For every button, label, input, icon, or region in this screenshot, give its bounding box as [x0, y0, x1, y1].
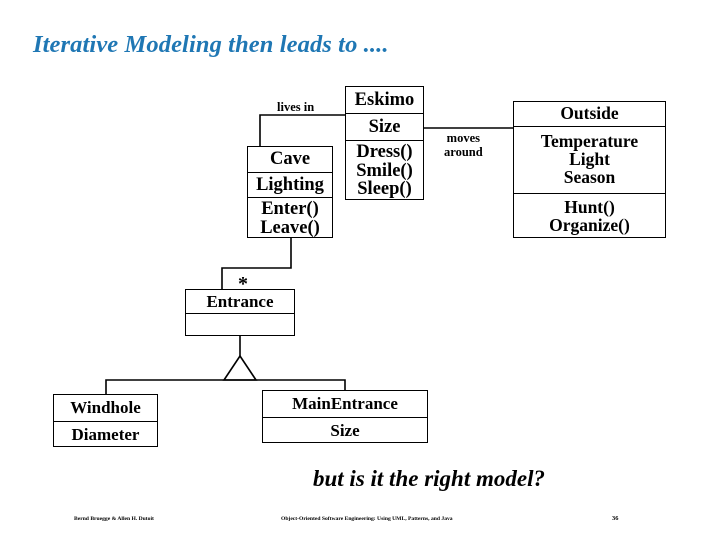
class-attributes-compartment: Size [346, 113, 423, 140]
class-attributes-compartment [186, 313, 294, 337]
association-line-cave-entrance [221, 238, 292, 289]
class-operations-compartment: Enter() Leave() [248, 197, 332, 239]
attribute-item: Temperature [540, 131, 639, 152]
class-name-compartment: Eskimo [346, 87, 423, 113]
uml-class-windhole[interactable]: Windhole Diameter [53, 394, 158, 447]
class-attributes-compartment: Size [263, 417, 427, 444]
uml-class-entrance[interactable]: Entrance [185, 289, 295, 336]
class-name-windhole: Windhole [70, 398, 141, 418]
operation-item: Smile() [356, 160, 413, 181]
footer-page-number: 36 [612, 515, 619, 522]
operation-item: Hunt() [564, 196, 615, 217]
class-operations-compartment: Hunt() Organize() [514, 193, 665, 239]
generalization-triangle-icon [222, 354, 258, 381]
operation-item: Sleep() [357, 179, 412, 200]
association-label-moves-around: moves around [444, 131, 483, 159]
uml-class-cave[interactable]: Cave Lighting Enter() Leave() [247, 146, 333, 238]
footer-book-title: Object-Oriented Software Engineering: Us… [281, 516, 453, 522]
class-name-compartment: Outside [514, 102, 665, 126]
class-name-compartment: Cave [248, 147, 332, 172]
class-name-compartment: Entrance [186, 290, 294, 313]
operation-item: Dress() [356, 141, 413, 162]
class-name-compartment: Windhole [54, 395, 157, 421]
class-attributes-compartment: Lighting [248, 172, 332, 197]
slide-caption: but is it the right model? [313, 466, 545, 491]
association-label-line-1: moves [446, 131, 480, 145]
attribute-item: Size [368, 116, 401, 137]
attribute-item: Light [569, 149, 610, 170]
operation-item: Leave() [260, 217, 320, 238]
attribute-item: Season [563, 166, 616, 187]
association-label-line-2: around [444, 145, 483, 159]
multiplicity-marker-entrance: * [238, 273, 248, 295]
uml-class-mainentrance[interactable]: MainEntrance Size [262, 390, 428, 443]
page-title: Iterative Modeling then leads to .... [33, 31, 389, 58]
class-attributes-compartment: Temperature Light Season [514, 126, 665, 193]
uml-class-eskimo[interactable]: Eskimo Size Dress() Smile() Sleep() [345, 86, 424, 200]
attribute-item: Size [330, 421, 360, 441]
uml-class-outside[interactable]: Outside Temperature Light Season Hunt() … [513, 101, 666, 238]
class-operations-compartment: Dress() Smile() Sleep() [346, 140, 423, 201]
generalization-branch-mainentrance [240, 379, 346, 390]
attribute-item: Lighting [256, 174, 324, 195]
attribute-item: Diameter [71, 425, 140, 445]
operation-item: Organize() [549, 214, 630, 235]
operation-item: Enter() [261, 198, 319, 219]
class-name-eskimo: Eskimo [354, 89, 415, 110]
class-attributes-compartment: Diameter [54, 421, 157, 448]
association-line-cave-eskimo [259, 114, 345, 146]
footer-authors: Bernd Bruegge & Allen H. Dutoit [74, 516, 154, 522]
association-label-lives-in: lives in [277, 100, 315, 114]
class-name-outside: Outside [560, 103, 619, 124]
class-name-cave: Cave [269, 149, 311, 170]
class-name-compartment: MainEntrance [263, 391, 427, 417]
class-name-mainentrance: MainEntrance [292, 394, 398, 414]
generalization-branch-windhole [105, 379, 240, 394]
class-name-entrance: Entrance [206, 291, 274, 311]
